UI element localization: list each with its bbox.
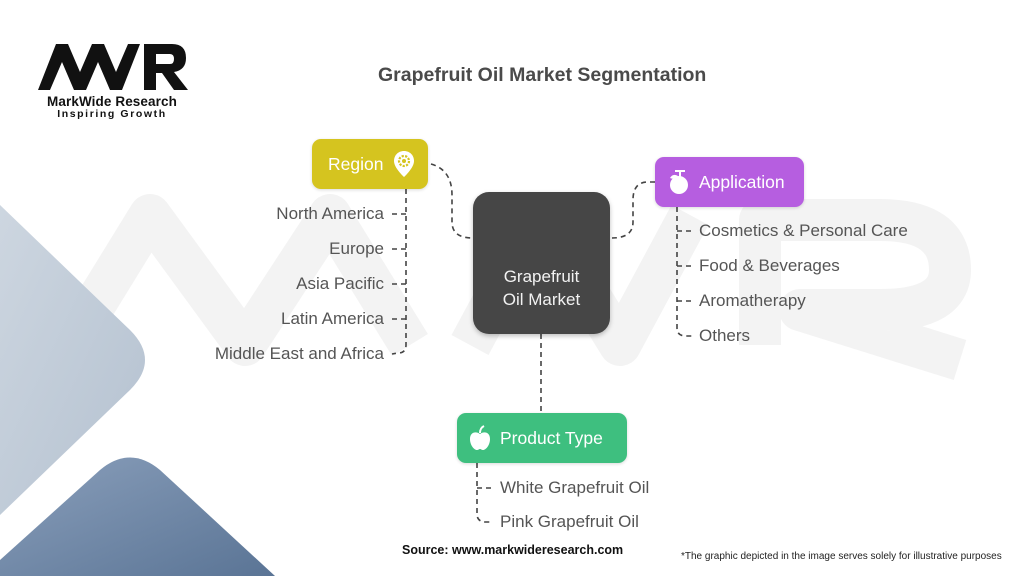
source-link[interactable]: Source: www.markwideresearch.com bbox=[402, 543, 624, 557]
list-item: North America bbox=[276, 204, 384, 223]
apple-icon bbox=[470, 425, 490, 450]
segment-application-label: Application bbox=[699, 171, 785, 192]
list-item: Asia Pacific bbox=[296, 274, 384, 293]
segment-product-type-label: Product Type bbox=[500, 427, 603, 448]
fruit-icon bbox=[670, 170, 688, 194]
list-item: Europe bbox=[329, 239, 384, 258]
list-item: Cosmetics & Personal Care bbox=[699, 221, 908, 240]
mwr-logo-icon bbox=[38, 44, 188, 90]
list-item: White Grapefruit Oil bbox=[500, 478, 650, 497]
segment-region-label: Region bbox=[328, 153, 384, 174]
list-item: Aromatherapy bbox=[699, 291, 806, 310]
segment-product-type: Product Type bbox=[457, 413, 627, 463]
center-node-label: Grapefruit Oil Market bbox=[502, 267, 581, 309]
list-item: Others bbox=[699, 326, 751, 345]
page-title: Grapefruit Oil Market Segmentation bbox=[378, 64, 707, 86]
list-item: Pink Grapefruit Oil bbox=[500, 512, 639, 531]
decor-dark-shape bbox=[0, 457, 275, 576]
list-item: Latin America bbox=[281, 309, 384, 328]
region-items: North America Europe Asia Pacific Latin … bbox=[150, 0, 384, 576]
list-item: Middle East and Africa bbox=[214, 344, 384, 363]
map-pin-gear-icon bbox=[394, 151, 415, 177]
disclaimer-note: *The graphic depicted in the image serve… bbox=[681, 551, 1002, 562]
list-item: Food & Beverages bbox=[699, 256, 840, 275]
brand-tagline: Inspiring Growth bbox=[57, 108, 167, 120]
segment-region: Region bbox=[312, 139, 428, 189]
center-node: Grapefruit Oil Market bbox=[473, 192, 610, 334]
brand-name: MarkWide Research bbox=[47, 94, 177, 109]
brand-logo: MarkWide Research Inspiring Growth bbox=[34, 40, 190, 120]
segment-application: Application bbox=[655, 157, 804, 207]
decor-light-shape bbox=[0, 205, 145, 515]
